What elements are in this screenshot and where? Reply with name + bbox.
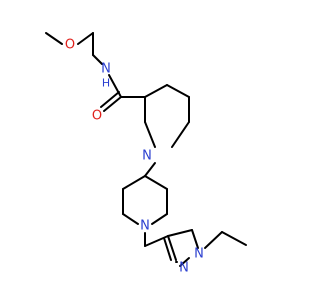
piperidine-lower-nitrogen-label: N <box>140 219 150 234</box>
bond-ch2-nh <box>92 54 103 65</box>
pyrazole-bond-c4-c3 <box>167 229 193 237</box>
bond-carbonyl-oxygen-a <box>103 96 122 112</box>
carboxamide-group <box>100 74 146 112</box>
amide-nitrogen-label: N <box>101 62 111 77</box>
pyrazole-n1-label: N <box>194 247 204 262</box>
ring-b-bond-6 <box>144 175 168 190</box>
piperidine-ring-lower <box>122 175 168 225</box>
ring-a-bond-4 <box>171 121 190 148</box>
ring-b-bond-3 <box>122 213 139 225</box>
ring-b-bond-1 <box>122 175 146 190</box>
bond-ethyl-ch3 <box>221 231 247 246</box>
piperidine-ring-upper <box>144 84 190 148</box>
ring-a-bond-5 <box>144 121 156 148</box>
carbonyl-oxygen-label: O <box>92 109 102 124</box>
ether-oxygen-label: O <box>65 38 75 53</box>
methoxy-ethyl-chain <box>45 32 103 65</box>
ring-b-bond-4 <box>151 213 168 225</box>
piperidine-upper-nitrogen-label: N <box>142 149 152 164</box>
pyrazole-ring <box>163 229 199 267</box>
pyrazole-n2-label: N <box>179 261 189 276</box>
bond-nh-carbonyl <box>108 74 122 98</box>
bond-methyl-ether <box>45 32 63 45</box>
pyrazole-bond-c4-c5 <box>167 235 177 261</box>
ethyl-group <box>204 231 247 249</box>
ring-a-bond-1 <box>144 84 168 98</box>
pyrazole-bond-n2-n1 <box>179 257 190 267</box>
ring-a-bond-2 <box>166 84 190 98</box>
pyrazole-bond-c3-n1 <box>191 229 199 249</box>
bond-n-ethyl <box>204 231 223 249</box>
pyrazole-bond-c4-c5-double <box>163 237 172 261</box>
bond-ether-ch2 <box>77 32 94 45</box>
bond-carbonyl-oxygen-b <box>100 91 120 108</box>
bond-ring-link <box>144 162 156 177</box>
molecule-structure: O N H O N N N N <box>45 32 247 276</box>
amide-hydrogen-label: H <box>102 77 110 90</box>
